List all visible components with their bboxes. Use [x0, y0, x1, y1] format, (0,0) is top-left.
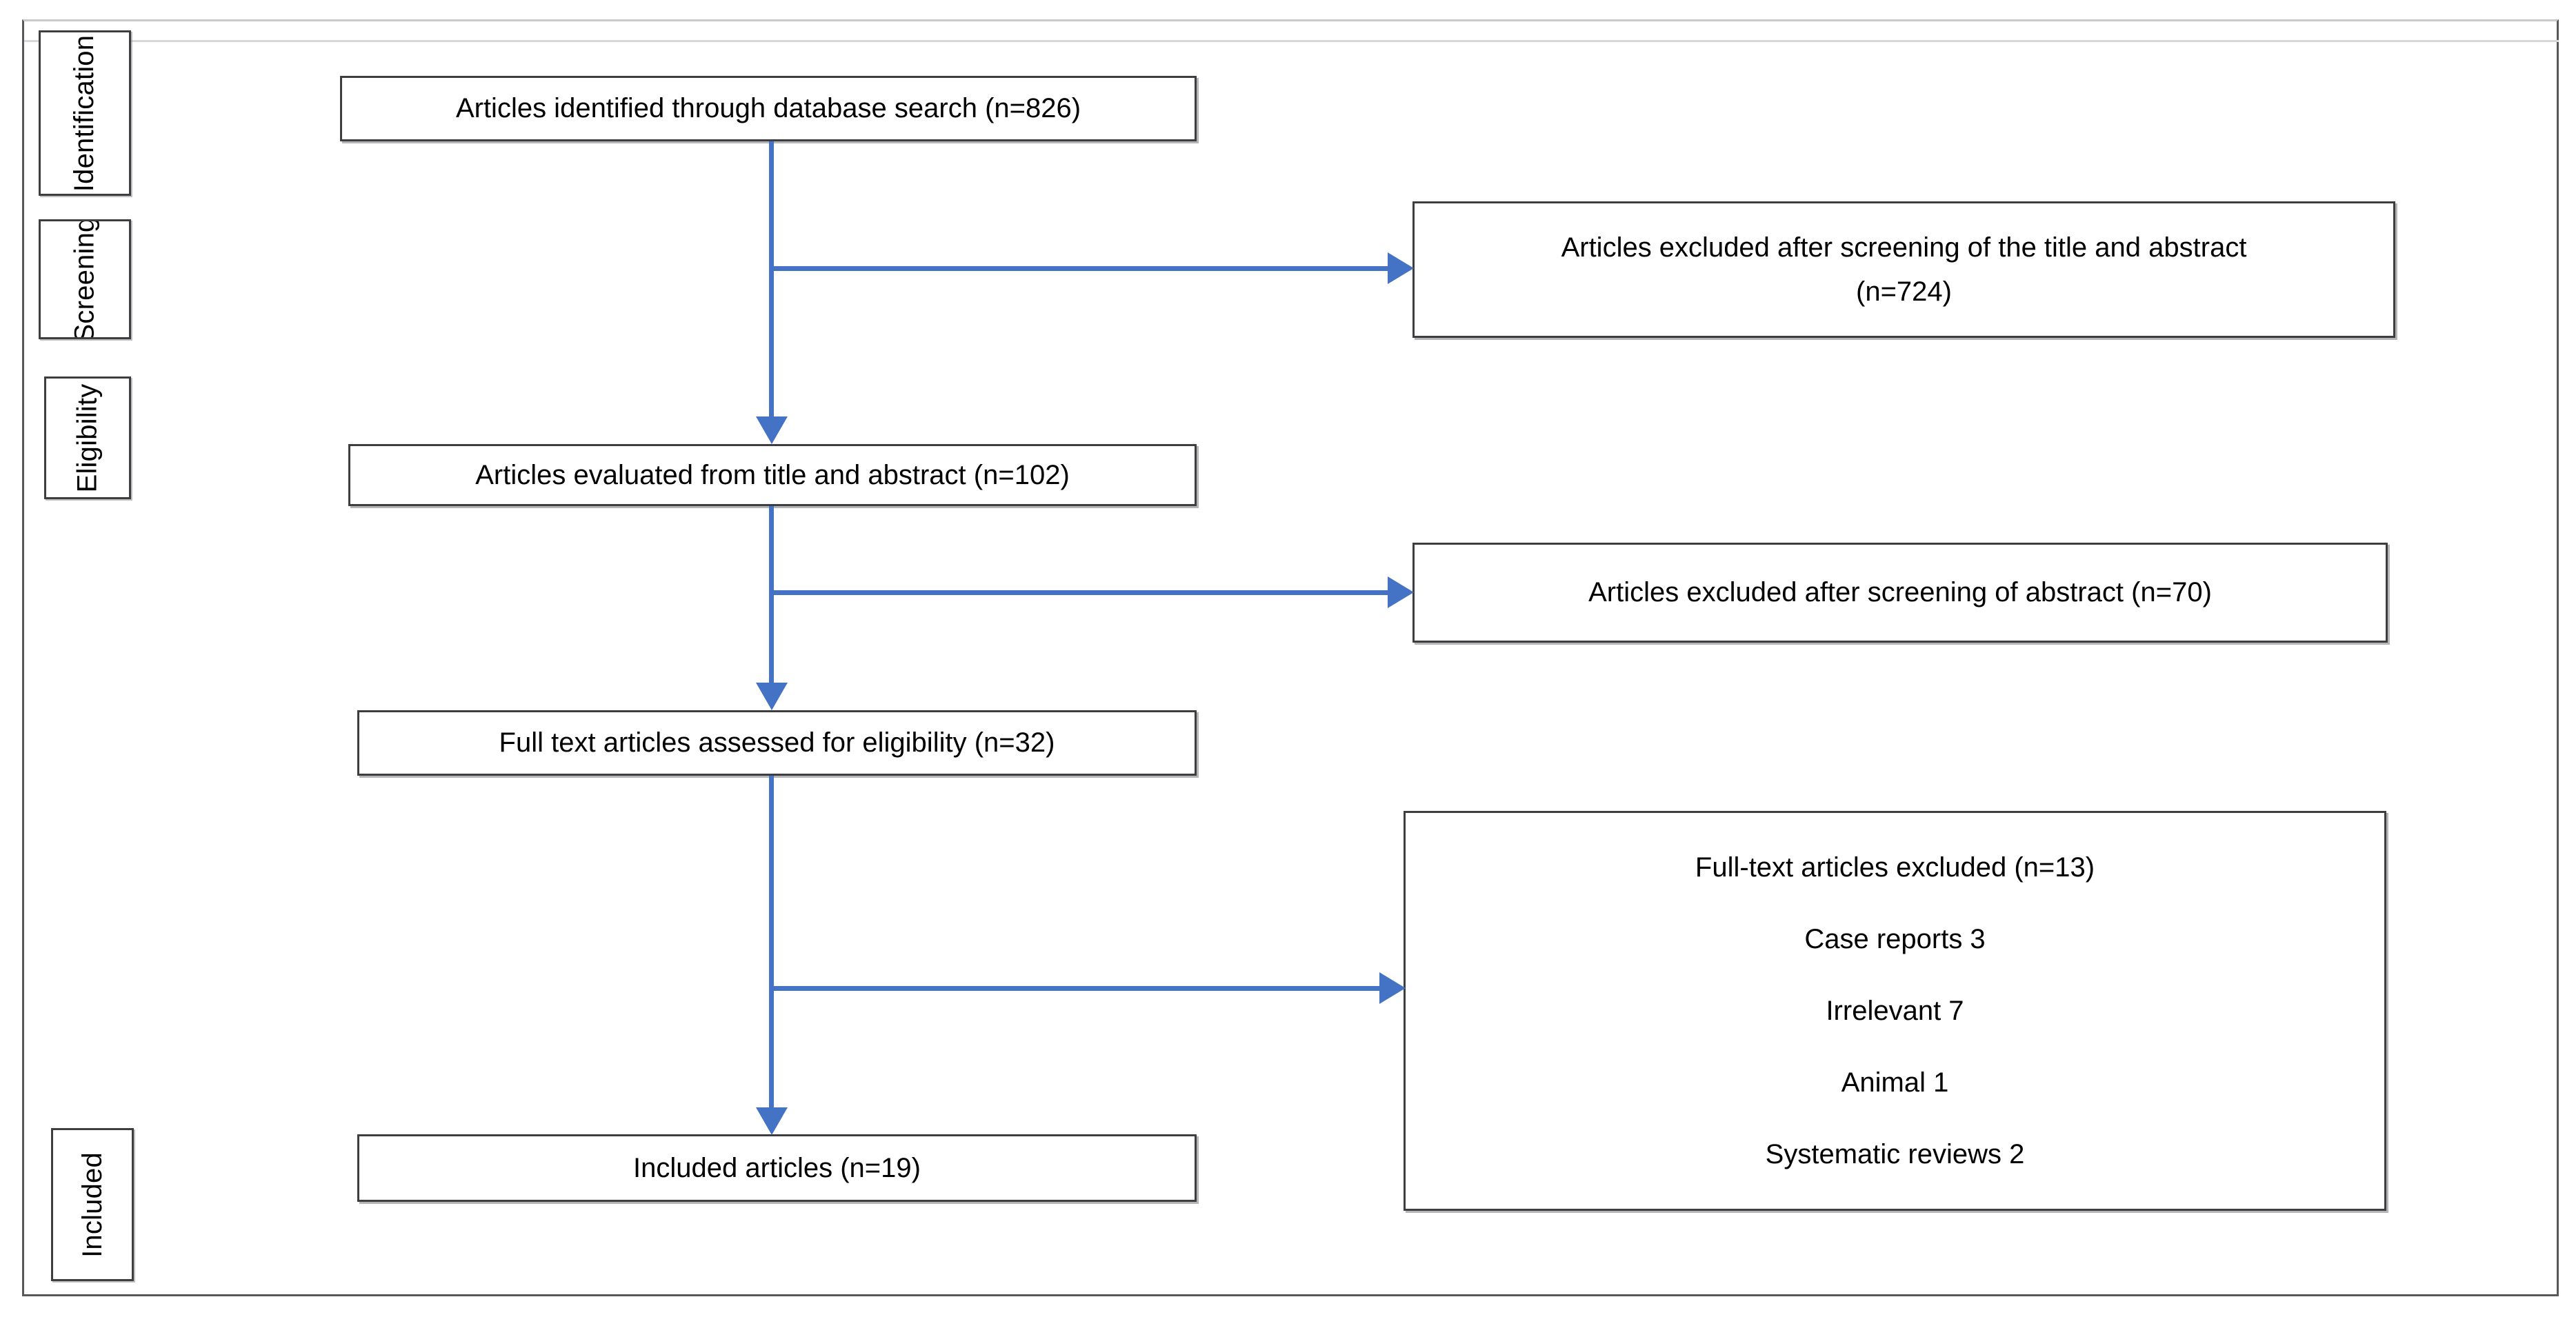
connector-fulltext-to-excluded-fulltext — [769, 986, 1383, 991]
flow-node-articles-evaluated-line-1: Articles evaluated from title and abstra… — [475, 459, 1070, 490]
exclusion-node-fulltext-line-5: Systematic reviews 2 — [1765, 1139, 2025, 1169]
stage-label-identification-text: Identification — [69, 34, 100, 192]
exclusion-node-fulltext-line-2: Case reports 3 — [1804, 924, 1986, 954]
flow-node-articles-identified-line-1: Articles identified through database sea… — [455, 93, 1081, 124]
arrowhead-fulltext-to-included — [756, 1107, 788, 1135]
flow-node-articles-identified: Articles identified through database sea… — [340, 76, 1197, 141]
stage-label-identification: Identification — [39, 30, 131, 196]
exclusion-node-abstract: Articles excluded after screening of abs… — [1412, 543, 2388, 643]
arrowhead-identified-to-evaluated — [756, 416, 788, 444]
diagram-frame-top-rule — [24, 40, 2559, 42]
arrowhead-evaluated-to-fulltext — [756, 683, 788, 710]
flow-node-fulltext-assessed: Full text articles assessed for eligibil… — [357, 710, 1197, 776]
flow-node-included-articles: Included articles (n=19) — [357, 1134, 1197, 1202]
connector-fulltext-to-included — [769, 776, 774, 1110]
exclusion-node-fulltext-line-1: Full-text articles excluded (n=13) — [1695, 852, 2095, 883]
connector-evaluated-to-fulltext — [769, 506, 774, 684]
stage-label-screening-text: Screening — [69, 219, 100, 339]
connector-evaluated-to-excluded-abstract — [769, 590, 1390, 595]
connector-identified-to-evaluated — [769, 141, 774, 417]
exclusion-node-fulltext-line-3: Irrelevant 7 — [1826, 996, 1964, 1026]
arrowhead-excluded-fulltext — [1379, 972, 1406, 1004]
arrowhead-excluded-abstract — [1388, 576, 1414, 608]
stage-label-eligibility-text: Eligibility — [72, 383, 103, 492]
arrowhead-excluded-title-abstract — [1388, 252, 1414, 284]
stage-label-eligibility: Eligibility — [44, 376, 131, 499]
exclusion-node-fulltext-line-4: Animal 1 — [1841, 1067, 1949, 1098]
stage-label-included: Included — [51, 1128, 134, 1281]
exclusion-node-title-abstract-line-2: (n=724) — [1856, 277, 1952, 307]
stage-label-included-text: Included — [77, 1152, 108, 1258]
exclusion-node-title-abstract: Articles excluded after screening of the… — [1412, 201, 2395, 338]
flow-node-included-articles-line-1: Included articles (n=19) — [633, 1152, 921, 1183]
flow-node-fulltext-assessed-line-1: Full text articles assessed for eligibil… — [499, 727, 1055, 758]
exclusion-node-fulltext: Full-text articles excluded (n=13) Case … — [1404, 811, 2386, 1211]
flow-node-articles-evaluated: Articles evaluated from title and abstra… — [348, 444, 1197, 506]
exclusion-node-title-abstract-line-1: Articles excluded after screening of the… — [1561, 232, 2247, 263]
exclusion-node-abstract-line-1: Articles excluded after screening of abs… — [1588, 577, 2212, 608]
stage-label-screening: Screening — [39, 219, 131, 339]
connector-identified-to-excluded-title-abstract — [769, 266, 1390, 271]
